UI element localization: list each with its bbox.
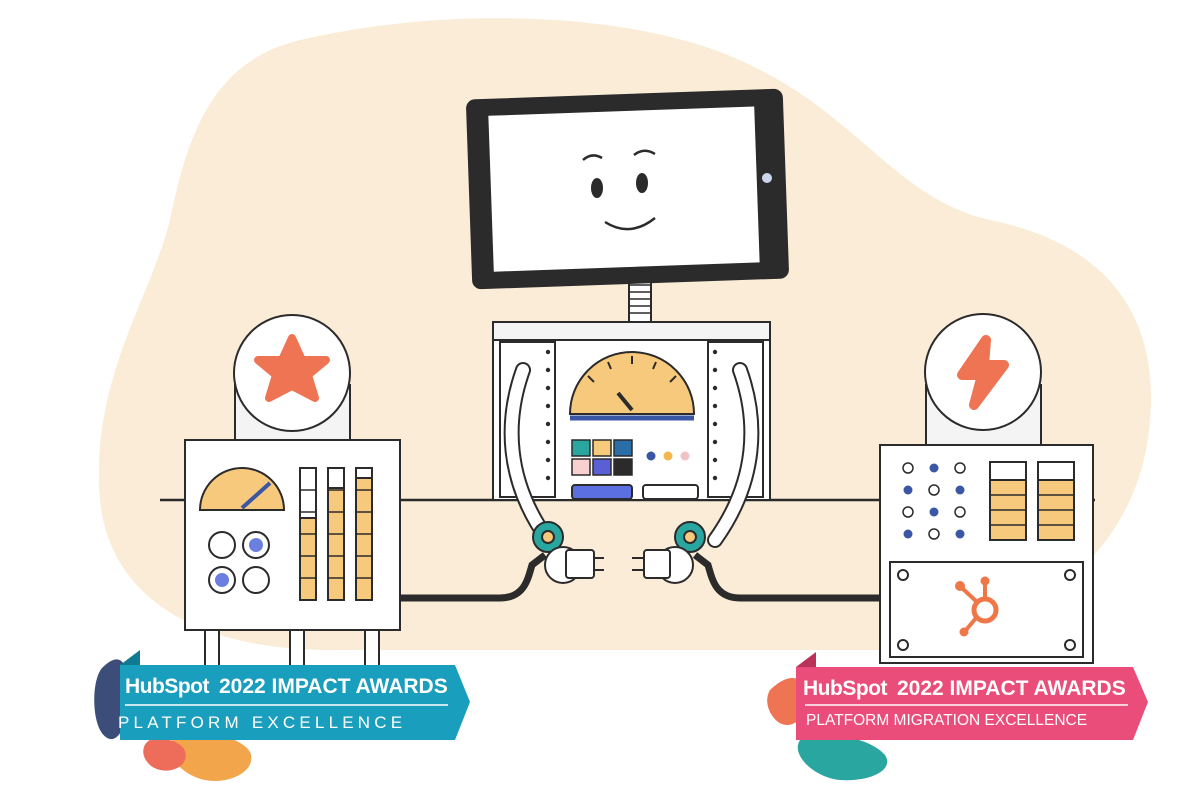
badge-2-category: PLATFORM MIGRATION EXCELLENCE (806, 712, 1088, 729)
center-gauge (568, 351, 696, 415)
star-icon (254, 334, 330, 402)
lightning-icon (957, 335, 1009, 410)
left-button-1 (208, 531, 236, 559)
plug-right (632, 549, 671, 579)
badge-1-category: PLATFORM EXCELLENCE (118, 713, 407, 732)
right-bar-meters (989, 461, 1075, 541)
badge-1-title: HubSpot 2022 IMPACT AWARDS (125, 675, 448, 699)
center-neck (628, 277, 652, 324)
smile (604, 217, 656, 231)
badge-2-award-name: 2022 IMPACT AWARDS (896, 677, 1126, 700)
hubspot-sprocket-icon (955, 576, 999, 637)
plug-left (565, 549, 604, 579)
award-badge-platform-excellence (94, 650, 470, 781)
left-robot (184, 314, 401, 669)
left-bar-meters (299, 467, 373, 601)
tablet-head (466, 88, 789, 290)
left-button-4 (242, 566, 270, 594)
center-white-bar (642, 484, 699, 500)
left-eye (591, 178, 603, 198)
hubspot-logo: HubSpot (125, 675, 209, 698)
left-cable (398, 552, 548, 602)
hubspot-plate (889, 561, 1084, 658)
award-badge-platform-migration-excellence (767, 652, 1148, 781)
right-robot (879, 313, 1094, 664)
center-blue-bar (571, 484, 633, 500)
left-gauge (198, 467, 286, 511)
right-eye (636, 173, 648, 193)
hubspot-logo: HubSpot (803, 677, 887, 700)
center-robot (466, 88, 789, 501)
badge-2-title: HubSpot 2022 IMPACT AWARDS (803, 677, 1126, 701)
badge-1-award-name: 2022 IMPACT AWARDS (218, 675, 448, 698)
right-cable (692, 552, 880, 602)
color-grid (571, 439, 633, 476)
dot-matrix (902, 462, 966, 540)
center-robot-arms (503, 362, 760, 548)
